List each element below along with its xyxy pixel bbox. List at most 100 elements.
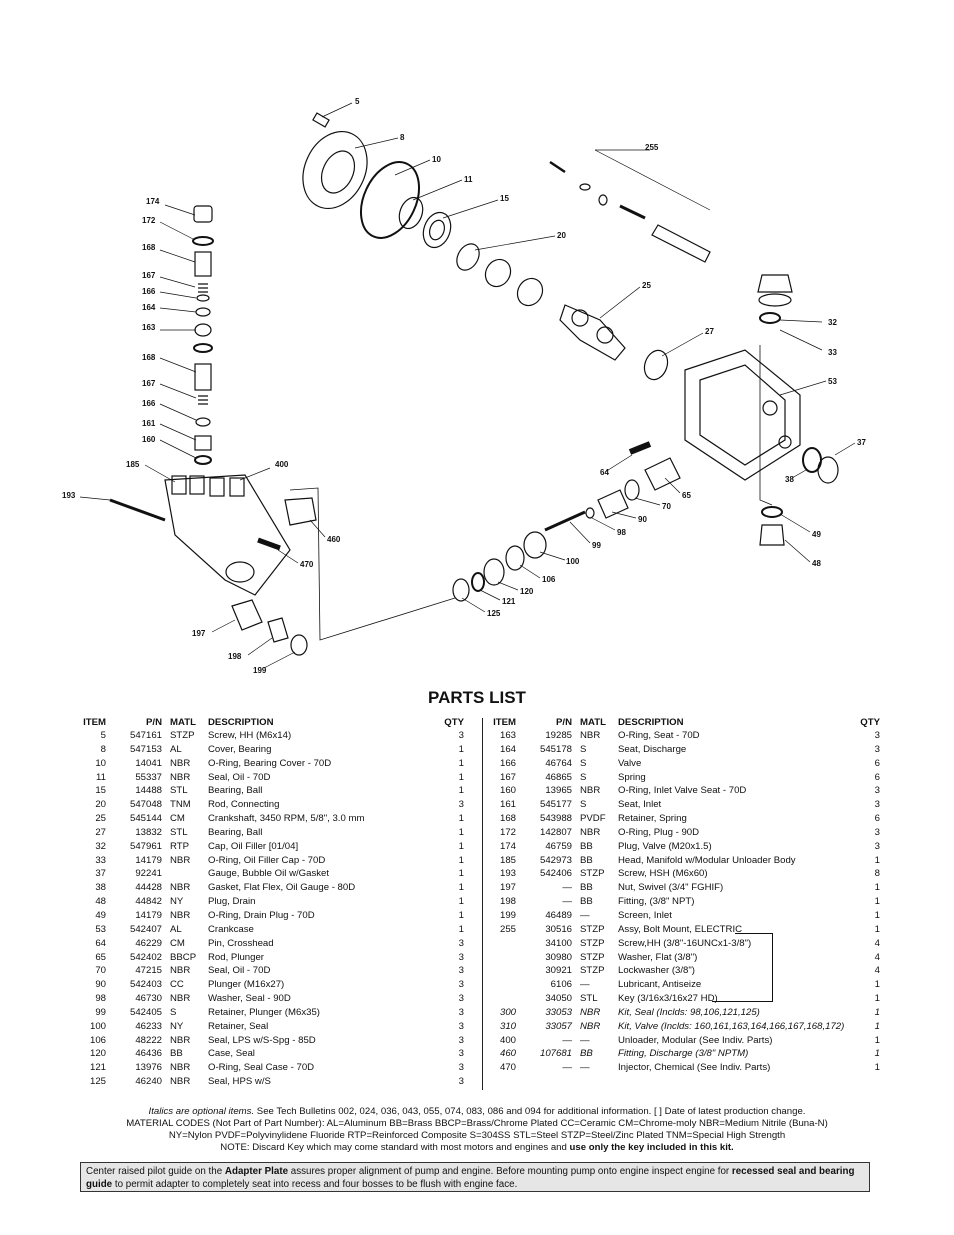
cell-item: 174 — [499, 840, 516, 852]
callout-167a: 167 — [142, 271, 156, 280]
cell-qty: 3 — [874, 743, 880, 755]
cell-pn: 547961 — [129, 840, 162, 852]
o-ring-49 — [761, 506, 783, 518]
table-header: ITEM P/N MATL DESCRIPTION QTY — [80, 716, 466, 729]
callout-197: 197 — [192, 629, 206, 638]
cell-qty: 1 — [874, 882, 880, 894]
cell-pn: 44428 — [135, 882, 162, 894]
bearing-27 — [643, 349, 669, 381]
cell-description: Key (3/16x3/16x27 HD) — [618, 993, 718, 1005]
cell-description: Assy, Bolt Mount, ELECTRIC — [618, 923, 743, 935]
cell-description: Screw,HH (3/8"-16UNCx1-3/8") — [618, 937, 752, 949]
cell-item: 5 — [100, 730, 106, 741]
valve-166b — [195, 417, 211, 427]
cell-qty: 3 — [458, 951, 464, 963]
cell-description: O-Ring, Plug - 90D — [618, 826, 700, 838]
cell-matl: BB — [580, 896, 593, 908]
cell-matl: NBR — [580, 785, 601, 797]
cell-description: Rod, Plunger — [208, 951, 264, 963]
cell-qty: 3 — [458, 979, 464, 991]
key-note-bold: use only the key included in this kit. — [569, 1142, 734, 1153]
cell-qty: 1 — [874, 923, 880, 935]
cell-qty: 1 — [458, 771, 464, 783]
callout-161: 161 — [142, 419, 156, 428]
cell-pn: 542973 — [539, 854, 572, 866]
cell-pn: 6106 — [550, 979, 572, 991]
inlet-oring-160 — [194, 455, 212, 465]
drain-plug-48 — [759, 524, 785, 546]
cell-pn: 545144 — [129, 813, 162, 825]
cell-matl: S — [580, 799, 587, 811]
cell-description: O-Ring, Inlet Valve Seat - 70D — [618, 785, 747, 797]
swivel-nut-197 — [231, 599, 263, 631]
cell-qty: 1 — [874, 1048, 880, 1060]
cell-pn: 44842 — [135, 896, 162, 908]
cell-item: 300 — [499, 1006, 516, 1018]
cell-matl: PVDF — [580, 813, 606, 825]
hps-seal-125 — [452, 578, 470, 602]
kit-bracket — [772, 933, 773, 1001]
cell-matl: S — [580, 771, 587, 783]
kit-bracket-bottom — [712, 1001, 773, 1002]
cell-pn: 30516 — [545, 923, 572, 935]
cell-pn: 542402 — [129, 951, 162, 963]
table-row: 160 13965 NBR O-Ring, Inlet Valve Seat - 70… — [490, 784, 882, 798]
cell-pn: 13965 — [545, 785, 572, 797]
cell-item: 160 — [499, 785, 516, 797]
cell-qty: 4 — [874, 965, 880, 977]
cell-item: 125 — [89, 1076, 106, 1088]
cell-matl: NBR — [170, 1034, 191, 1046]
o-ring-10 — [359, 161, 421, 239]
header-item: ITEM — [83, 717, 106, 728]
cell-pn: 46759 — [545, 840, 572, 852]
cell-item: 65 — [95, 951, 106, 963]
cell-pn: 46489 — [545, 909, 572, 921]
cell-description: Screw, HSH (M6x60) — [618, 868, 708, 880]
cell-item: 32 — [95, 840, 106, 852]
cell-description: Plug, Drain — [208, 896, 256, 908]
callout-160: 160 — [142, 435, 156, 444]
cell-item: 460 — [499, 1048, 516, 1060]
callout-125: 125 — [487, 609, 501, 618]
cell-pn: 542405 — [129, 1006, 162, 1018]
cell-matl: BBCP — [170, 951, 197, 963]
cell-matl: NY — [170, 1020, 184, 1032]
cell-matl: — — [580, 909, 590, 921]
cell-item: 470 — [499, 1062, 516, 1074]
callout-106: 106 — [542, 575, 556, 584]
cell-matl: STZP — [580, 965, 605, 977]
connecting-rod-20b — [484, 258, 512, 288]
callout-53: 53 — [828, 377, 837, 386]
cell-item: 255 — [499, 923, 516, 935]
cell-description: Seal, LPS w/S-Spg - 85D — [208, 1034, 316, 1046]
cell-matl: BB — [580, 840, 593, 852]
cell-item: 164 — [499, 743, 516, 755]
cell-qty: 1 — [874, 1006, 880, 1018]
cell-matl: STZP — [580, 868, 605, 880]
cell-matl: BB — [580, 854, 593, 866]
callout-174: 174 — [146, 197, 160, 206]
cell-matl — [164, 867, 206, 881]
cell-qty: 4 — [874, 951, 880, 963]
cell-item: 193 — [499, 868, 516, 880]
cell-matl: NBR — [580, 1006, 601, 1018]
cell-item: 70 — [95, 965, 106, 977]
cell-matl: STZP — [170, 730, 195, 741]
cell-description: Valve — [618, 757, 642, 769]
